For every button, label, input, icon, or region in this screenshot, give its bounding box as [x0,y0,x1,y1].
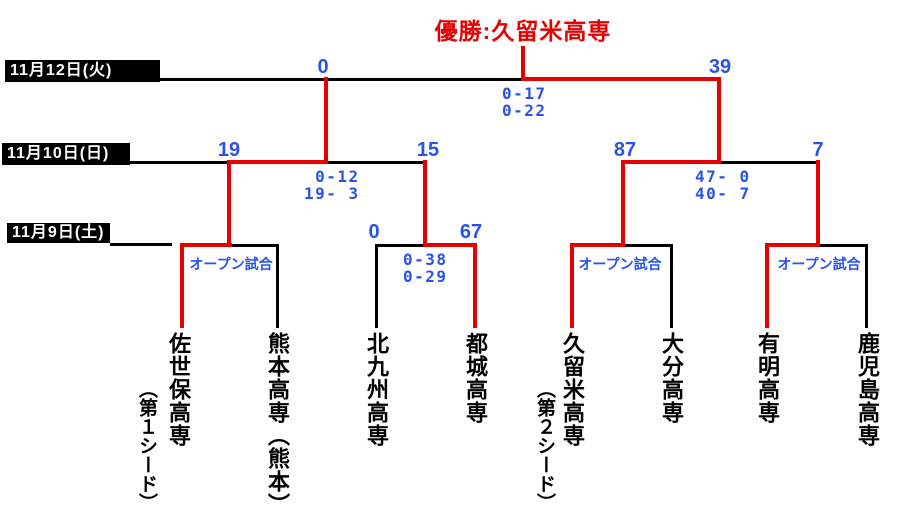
semi-right-score-right: 7 [812,139,824,161]
final-line-winner [521,77,719,81]
final-score-left: 0 [317,56,329,78]
champion-title: 優勝:久留米高専 [434,18,612,44]
final-line-left [160,78,523,81]
semi-left-half-scores: 0-12 19- 3 [304,167,360,203]
team-name-miyakonojo: 都城高専 [463,332,488,424]
qf2-half-scores: 0-38 0-29 [403,250,448,286]
team-name-kagoshima: 鹿児島高専 [855,332,880,447]
semi-right-line-winner [621,160,721,164]
team-name-kitakyushu: 北九州高専 [364,332,389,447]
team-line-kagoshima [865,244,868,328]
qf4-line-winner [765,243,820,247]
qf1-line-winner [180,243,232,247]
qf4-line-right [818,244,867,247]
team-name-kurume: 久留米高専 [560,332,585,447]
date-label-semifinal: 11月10日(日) [2,143,130,165]
semi-left-score-right: 15 [416,139,440,161]
semi-right-half-scores: 47- 0 40- 7 [695,167,751,203]
date-line-semifinal [130,161,227,164]
team-line-kitakyushu [375,244,378,328]
qf1-to-semi-line [227,160,231,247]
semi-right-to-final-line [717,77,721,164]
team-line-kumamoto [276,244,279,328]
qf2-line-winner [423,243,477,247]
semi-left-line-right [326,161,425,164]
qf4-to-semi-line [816,160,820,247]
champion-line [521,46,525,81]
final-score-right: 39 [708,56,732,78]
semi-left-score-left: 19 [217,139,241,161]
semi-right-score-left: 87 [613,139,637,161]
qf2-to-semi-line [423,160,427,247]
team-line-oita [670,244,673,328]
team-name-sasebo: 佐世保高専 [166,332,191,447]
qf2-score-left: 0 [368,221,380,243]
team-line-miyakonojo [473,243,477,328]
team-name-oita: 大分高専 [659,332,684,424]
team-line-kurume [570,243,574,328]
semi-left-line-winner [227,160,328,164]
qf3-open-match-label: オープン試合 [578,256,662,272]
qf2-score-right: 67 [459,221,483,243]
date-label-final: 11月12日(火) [5,60,160,82]
qf3-line-winner [570,243,625,247]
team-line-sasebo [180,243,184,328]
team-seed-note-sasebo: （第１シード） [136,379,157,512]
qf2-line-left [375,244,425,247]
team-name-ariake: 有明高専 [755,332,780,424]
team-seed-note-kurume: （第２シード） [534,379,555,512]
date-label-round1: 11月9日(土) [7,223,110,243]
qf4-open-match-label: オープン試合 [777,256,861,272]
qf3-line-right [623,244,672,247]
team-line-ariake [765,243,769,328]
qf1-open-match-label: オープン試合 [189,256,273,272]
qf1-line-right [230,244,278,247]
date-line-round1 [110,243,172,246]
team-name-kumamoto: 熊本高専（熊本） [265,332,290,516]
semi-left-to-final-line [324,77,328,164]
qf3-to-semi-line [621,160,625,247]
semi-right-line-right [719,161,818,164]
final-half-scores: 0-17 0-22 [502,84,547,120]
